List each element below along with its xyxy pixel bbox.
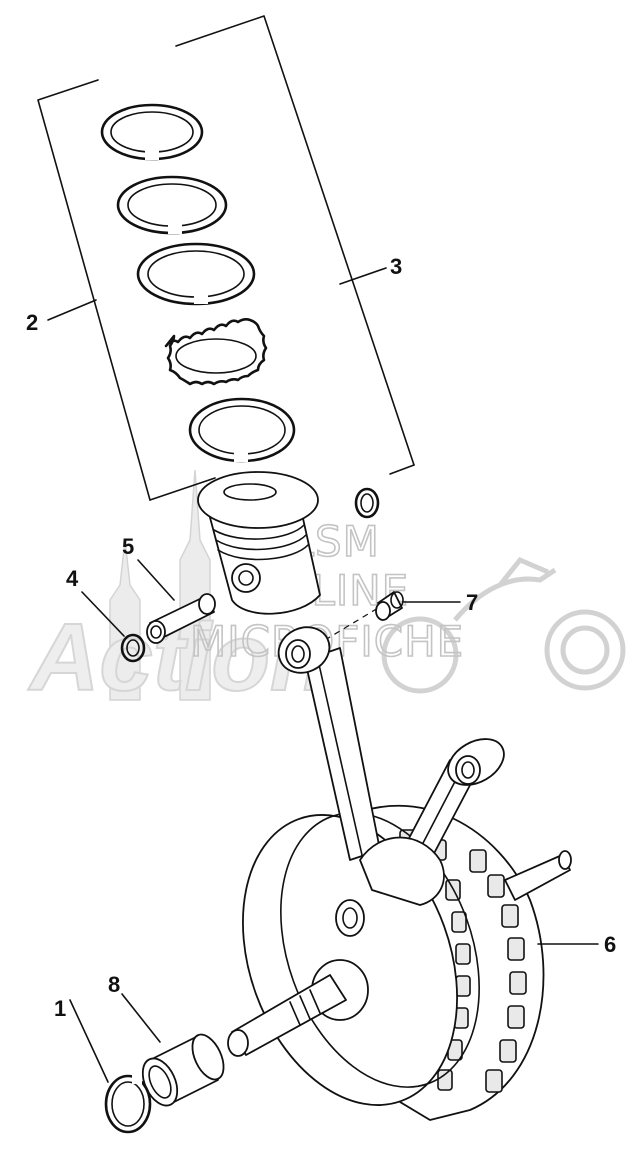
callout-3: 3 bbox=[390, 254, 402, 279]
ring-set-frame bbox=[37, 15, 415, 501]
connecting-rod-rear bbox=[359, 738, 505, 906]
callout-6: 6 bbox=[604, 932, 616, 957]
callout-1: 1 bbox=[54, 996, 66, 1021]
callout-labels: 1 2 3 4 5 6 7 8 bbox=[26, 254, 616, 1021]
flywheel-crankshaft bbox=[227, 804, 572, 1121]
wrist-pin-clip-small bbox=[354, 487, 380, 519]
callout-7: 7 bbox=[466, 590, 478, 615]
motorcycle-watermark-icon bbox=[381, 556, 626, 694]
connecting-rod-bushing bbox=[375, 591, 404, 621]
leader-lines bbox=[47, 267, 599, 1083]
wrist-pin-clip bbox=[120, 633, 146, 663]
callout-2: 2 bbox=[26, 310, 38, 335]
piston-ring-second bbox=[116, 175, 228, 235]
piston-ring-third bbox=[136, 242, 256, 306]
callout-8: 8 bbox=[108, 972, 120, 997]
piston-ring-top bbox=[100, 103, 204, 161]
piston bbox=[197, 471, 321, 615]
piston-ring-oil-rail bbox=[188, 397, 296, 463]
oil-ring-expander bbox=[164, 318, 268, 386]
main-bearing-race bbox=[141, 1033, 225, 1107]
wrist-pin bbox=[146, 593, 216, 644]
callout-5: 5 bbox=[122, 534, 134, 559]
callout-4: 4 bbox=[66, 566, 79, 591]
retaining-ring bbox=[104, 1074, 152, 1134]
